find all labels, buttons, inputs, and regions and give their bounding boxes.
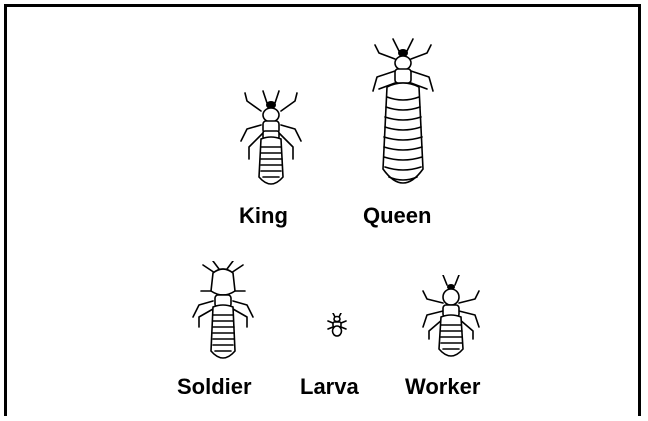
soldier-termite-illustration: [191, 261, 255, 365]
diagram-frame: King Queen Soldier Larva Worker: [4, 4, 641, 416]
larva-termite-illustration: [327, 313, 347, 337]
queen-label: Queen: [363, 205, 431, 227]
king-label: King: [239, 205, 288, 227]
worker-termite-illustration: [421, 275, 481, 365]
soldier-label: Soldier: [177, 376, 252, 398]
worker-label: Worker: [405, 376, 480, 398]
larva-label: Larva: [300, 376, 359, 398]
king-termite-illustration: [239, 89, 303, 193]
queen-termite-illustration: [369, 37, 437, 197]
